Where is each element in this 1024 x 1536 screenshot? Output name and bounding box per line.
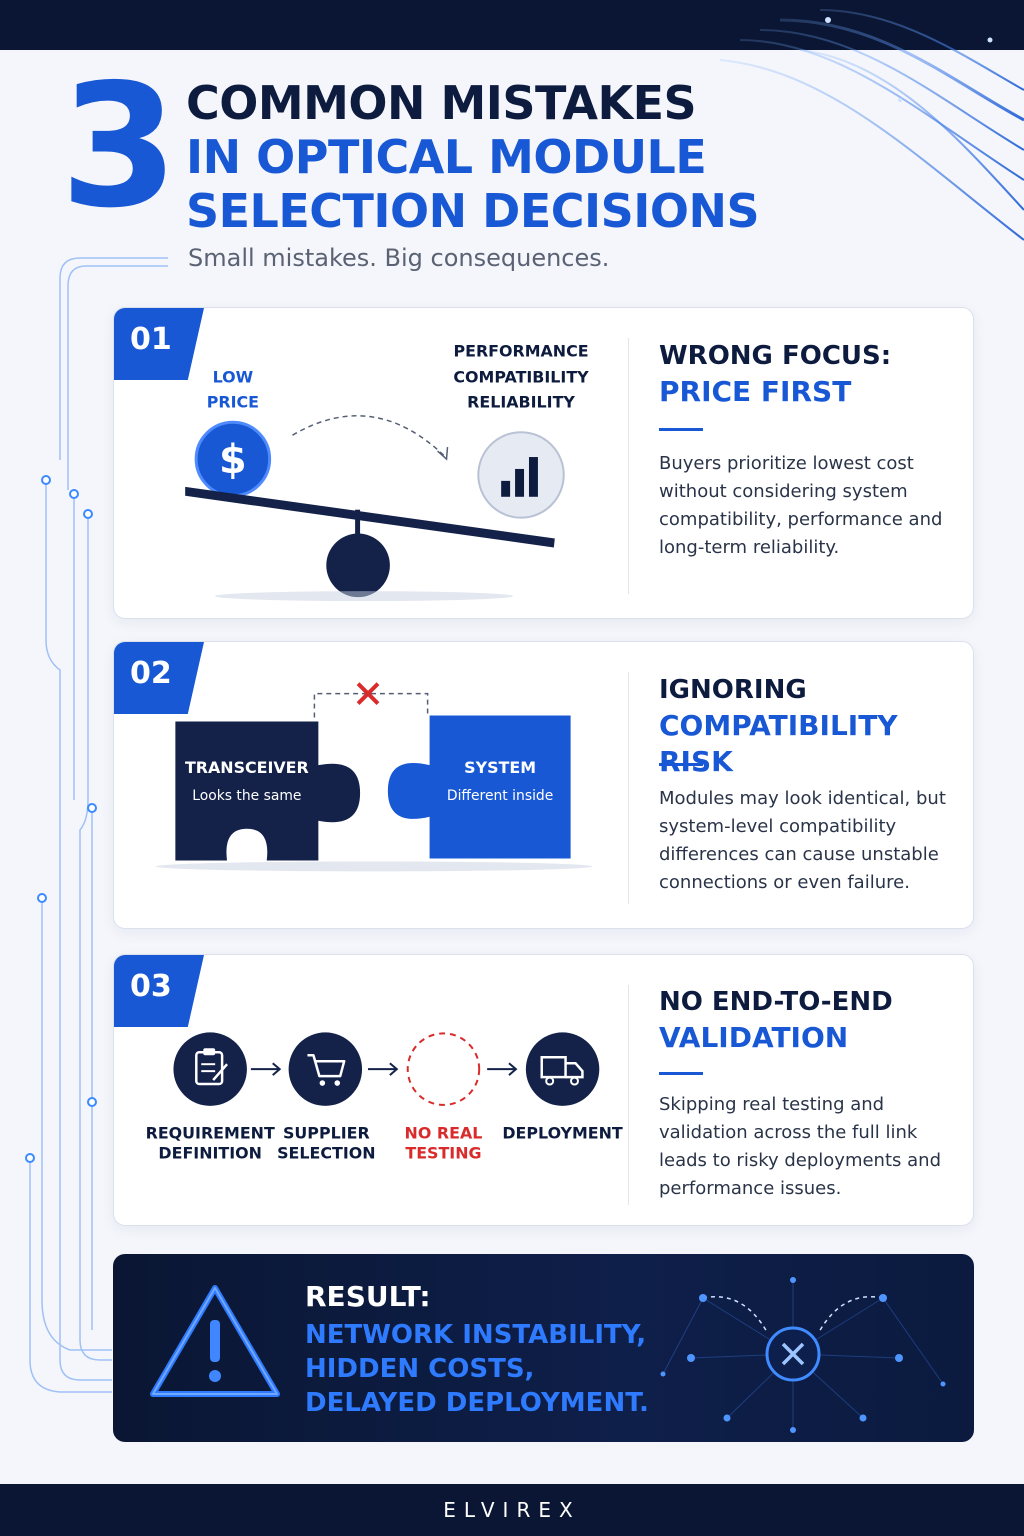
system-puzzle-piece — [387, 715, 571, 859]
mistake-heading: WRONG FOCUS: PRICE FIRST — [659, 338, 891, 410]
step-label: DEPLOYMENT — [502, 1124, 623, 1143]
quality-label-3: RELIABILITY — [467, 392, 575, 411]
mistake-heading: NO END-TO-END VALIDATION — [659, 984, 893, 1056]
heading-underline — [659, 1072, 703, 1075]
quality-label-2: COMPATIBILITY — [453, 368, 589, 387]
missing-testing-circle — [406, 1032, 481, 1106]
heading-underline — [659, 763, 703, 766]
card-divider — [628, 672, 629, 904]
system-sub-label: Different inside — [447, 788, 553, 804]
x-mark-icon — [356, 682, 380, 705]
svg-text:$: $ — [219, 437, 247, 483]
seesaw-shadow — [215, 591, 514, 602]
fiber-optic-decoration — [719, 9, 1024, 241]
big-number: 3 — [60, 48, 179, 246]
mistake-heading-blue: PRICE FIRST — [659, 375, 852, 408]
title-line-3: SELECTION DECISIONS — [186, 184, 760, 238]
mistake-heading-blue: COMPATIBILITY RISK — [659, 709, 898, 778]
system-label: SYSTEM — [464, 758, 536, 777]
transceiver-sub-label: Looks the same — [192, 788, 301, 804]
mistake-heading-blue: VALIDATION — [659, 1021, 849, 1054]
result-line-1: NETWORK INSTABILITY, — [305, 1320, 647, 1350]
mistake-number: 02 — [130, 656, 172, 691]
mistake-number-tab: 03 — [114, 955, 204, 1027]
mistake-number-tab: 02 — [114, 642, 204, 714]
result-line-3: DELAYED DEPLOYMENT. — [305, 1388, 649, 1418]
mistake-description: Modules may look identical, but system-l… — [659, 788, 946, 893]
mistake-description: Skipping real testing and validation acr… — [659, 1094, 941, 1199]
puzzle-mismatch-visual: TRANSCEIVER Looks the same SYSTEM Differ… — [155, 682, 593, 872]
mistake-heading: IGNORING COMPATIBILITY RISK — [659, 672, 973, 780]
top-band — [0, 0, 1024, 50]
low-price-label-1: LOW — [213, 368, 254, 387]
heading-underline — [659, 428, 703, 431]
step-label-warning: TESTING — [405, 1143, 481, 1162]
arrow-head — [437, 447, 449, 461]
warning-triangle-icon — [150, 1285, 280, 1397]
delivery-truck-icon — [525, 1032, 600, 1106]
card-divider — [628, 985, 629, 1205]
mistake-card-1: 01 LOW PRICE PERFORMANCE COMPATIBILITY R… — [113, 307, 974, 619]
step-label: REQUIREMENT — [146, 1124, 275, 1143]
clipboard-icon — [173, 1032, 247, 1106]
shopping-cart-icon — [288, 1032, 363, 1106]
mistake-card-3: 03 — [113, 954, 974, 1226]
mistake-number: 03 — [130, 969, 172, 1004]
dashed-connector — [313, 692, 429, 718]
step-label: SELECTION — [277, 1143, 375, 1162]
process-flow-visual: REQUIREMENT DEFINITION SUPPLIER SELECTIO… — [146, 1032, 623, 1162]
arrow-right-icon — [487, 1062, 518, 1076]
transceiver-label: TRANSCEIVER — [185, 758, 309, 777]
step-label: DEFINITION — [158, 1143, 261, 1162]
mistake-heading-dark: WRONG FOCUS: — [659, 341, 892, 371]
mistake-heading-dark: IGNORING — [659, 675, 807, 705]
broken-network-icon — [660, 1277, 946, 1433]
arrow-right-icon — [368, 1062, 399, 1076]
seesaw-post — [355, 509, 361, 536]
price-seesaw-visual: LOW PRICE PERFORMANCE COMPATIBILITY RELI… — [185, 342, 589, 602]
title-line-2: IN OPTICAL MODULE — [186, 130, 707, 184]
dollar-coin-icon: $ — [194, 420, 272, 498]
transceiver-puzzle-piece — [175, 721, 361, 861]
result-line-2: HIDDEN COSTS, — [305, 1354, 535, 1384]
page-title: COMMON MISTAKES IN OPTICAL MODULE SELECT… — [186, 76, 760, 238]
seesaw-beam — [185, 486, 555, 548]
step-label: SUPPLIER — [283, 1124, 370, 1143]
mistake-card-2: 02 TRANSCEIVER Looks the same SYSTEM Dif… — [113, 641, 974, 929]
result-banner: RESULT: NETWORK INSTABILITY, HIDDEN COST… — [113, 1254, 974, 1442]
footer-band: ELVIREX — [0, 1484, 1024, 1536]
puzzle-shadow — [155, 861, 593, 872]
mistake-number: 01 — [130, 322, 172, 357]
step-label-warning: NO REAL — [405, 1124, 483, 1143]
circuit-line-decoration — [25, 257, 168, 1393]
page-subtitle: Small mistakes. Big consequences. — [188, 244, 610, 272]
mistake-heading-dark: NO END-TO-END — [659, 987, 893, 1017]
quality-label-1: PERFORMANCE — [453, 342, 588, 361]
result-heading: RESULT: — [305, 1280, 431, 1313]
dashed-arc-arrow — [292, 415, 447, 458]
title-line-1: COMMON MISTAKES — [186, 76, 697, 130]
arrow-right-icon — [250, 1062, 282, 1076]
mistake-description: Buyers prioritize lowest cost without co… — [659, 453, 943, 558]
seesaw-fulcrum — [326, 533, 390, 598]
brand-logo-text: ELVIREX — [443, 1498, 581, 1522]
mistake-number-tab: 01 — [114, 308, 204, 380]
low-price-label-2: PRICE — [207, 392, 259, 411]
bar-chart-icon — [477, 431, 565, 519]
card-divider — [628, 338, 629, 594]
